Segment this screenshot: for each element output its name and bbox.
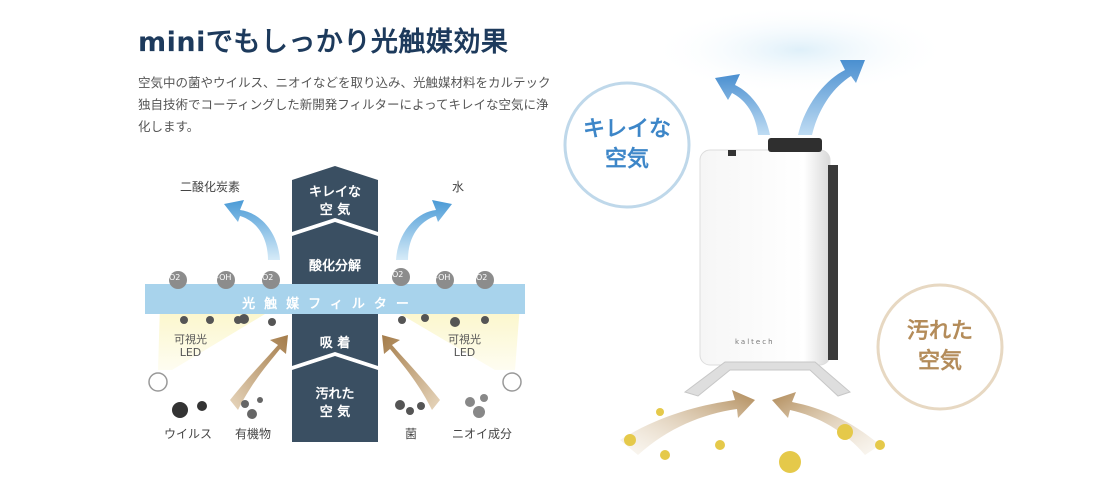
device-side xyxy=(828,165,838,360)
led-right-line1: 可視光 xyxy=(448,333,481,346)
molecule-o2-4: O2 xyxy=(476,273,488,282)
led-right-label: 可視光 LED xyxy=(448,333,481,359)
label-organic: 有機物 xyxy=(235,427,272,441)
clean-bubble-line1: キレイな xyxy=(582,117,671,142)
led-left-line1: 可視光 xyxy=(174,333,207,346)
clean-air-bubble-ring xyxy=(563,81,691,209)
input-arrow-right xyxy=(382,335,440,410)
brand-logo: kaltech xyxy=(735,338,775,346)
dirty-bubble-line2: 空気 xyxy=(917,349,962,374)
clean-air-label: キレイな 空 気 xyxy=(292,184,378,220)
co2-arrow xyxy=(224,200,280,260)
top-glow xyxy=(650,5,950,95)
device-body xyxy=(699,149,831,366)
page-title: miniでもしっかり光触媒効果 xyxy=(138,27,509,58)
dirty-air-bubble: 汚れた 空気 xyxy=(878,317,1002,377)
filter-label: 光触媒フィルター xyxy=(242,297,418,312)
clean-air-line1: キレイな xyxy=(308,185,361,200)
molecule-oh-2: -OH xyxy=(435,273,451,282)
bacteria-icons xyxy=(395,400,425,415)
description: 空気中の菌やウイルス、ニオイなどを取り込み、光触媒材料をカルテック独自技術でコー… xyxy=(138,75,551,134)
decomposition-label: 酸化分解 xyxy=(308,259,361,274)
product-graphics xyxy=(563,5,1004,473)
clean-air-bubble: キレイな 空気 xyxy=(565,115,689,175)
dirty-air-label: 汚れた 空 気 xyxy=(292,386,378,422)
led-beam-left xyxy=(158,305,280,370)
clean-air-pillar xyxy=(292,166,378,232)
water-arrow xyxy=(396,200,452,260)
adsorption-pillar xyxy=(292,314,378,366)
power-button xyxy=(728,150,736,156)
molecule-o2-2: O2 xyxy=(262,273,274,282)
adsorption-label: 吸 着 xyxy=(319,336,351,351)
device-stand xyxy=(683,361,851,397)
intake-arrow-left xyxy=(620,390,755,455)
clean-air-arrow-left xyxy=(715,74,770,135)
label-odor: ニオイ成分 xyxy=(452,427,513,441)
molecule-oh-1: -OH xyxy=(216,273,232,282)
dust-particles xyxy=(624,408,885,473)
label-water: 水 xyxy=(452,180,465,194)
diagram-graphics xyxy=(145,166,525,442)
dirty-air-bubble-ring xyxy=(876,283,1004,411)
dirty-bubble-line1: 汚れた xyxy=(906,319,973,344)
product-illustration: kaltech キレイな 空気 汚れた 空気 xyxy=(560,0,1108,483)
label-co2: 二酸化炭素 xyxy=(180,180,241,194)
dirty-air-line1: 汚れた xyxy=(315,387,355,402)
dirty-air-line2: 空 気 xyxy=(319,405,351,420)
organic-icons xyxy=(241,397,263,419)
decomposition-pillar xyxy=(292,222,378,284)
clean-air-line2: 空 気 xyxy=(319,203,351,218)
led-right-line2: LED xyxy=(453,346,476,359)
dirty-air-pillar xyxy=(292,356,378,442)
photocatalyst-diagram: O2 -OH O2 O2 -OH O2 二酸化炭素 水 キレイな 空 気 酸化分… xyxy=(140,160,535,450)
led-lamp-right xyxy=(502,372,522,392)
filter-band xyxy=(145,284,525,314)
odor-icons xyxy=(465,394,488,418)
clean-air-arrow-right xyxy=(798,60,865,135)
led-left-line2: LED xyxy=(179,346,202,359)
led-left-label: 可視光 LED xyxy=(174,333,207,359)
clean-bubble-line2: 空気 xyxy=(604,147,649,172)
input-arrow-left xyxy=(230,335,288,410)
molecule-o2-3: O2 xyxy=(392,270,404,279)
molecules xyxy=(169,268,494,289)
led-lamp-left xyxy=(148,372,168,392)
label-bacteria: 菌 xyxy=(405,427,418,441)
virus-icons xyxy=(172,401,207,418)
adsorbed-particles xyxy=(180,314,489,327)
device-top-cap xyxy=(768,138,822,152)
label-virus: ウイルス xyxy=(164,427,213,441)
intake-arrow-right xyxy=(772,392,880,455)
molecule-o2-1: O2 xyxy=(169,273,181,282)
